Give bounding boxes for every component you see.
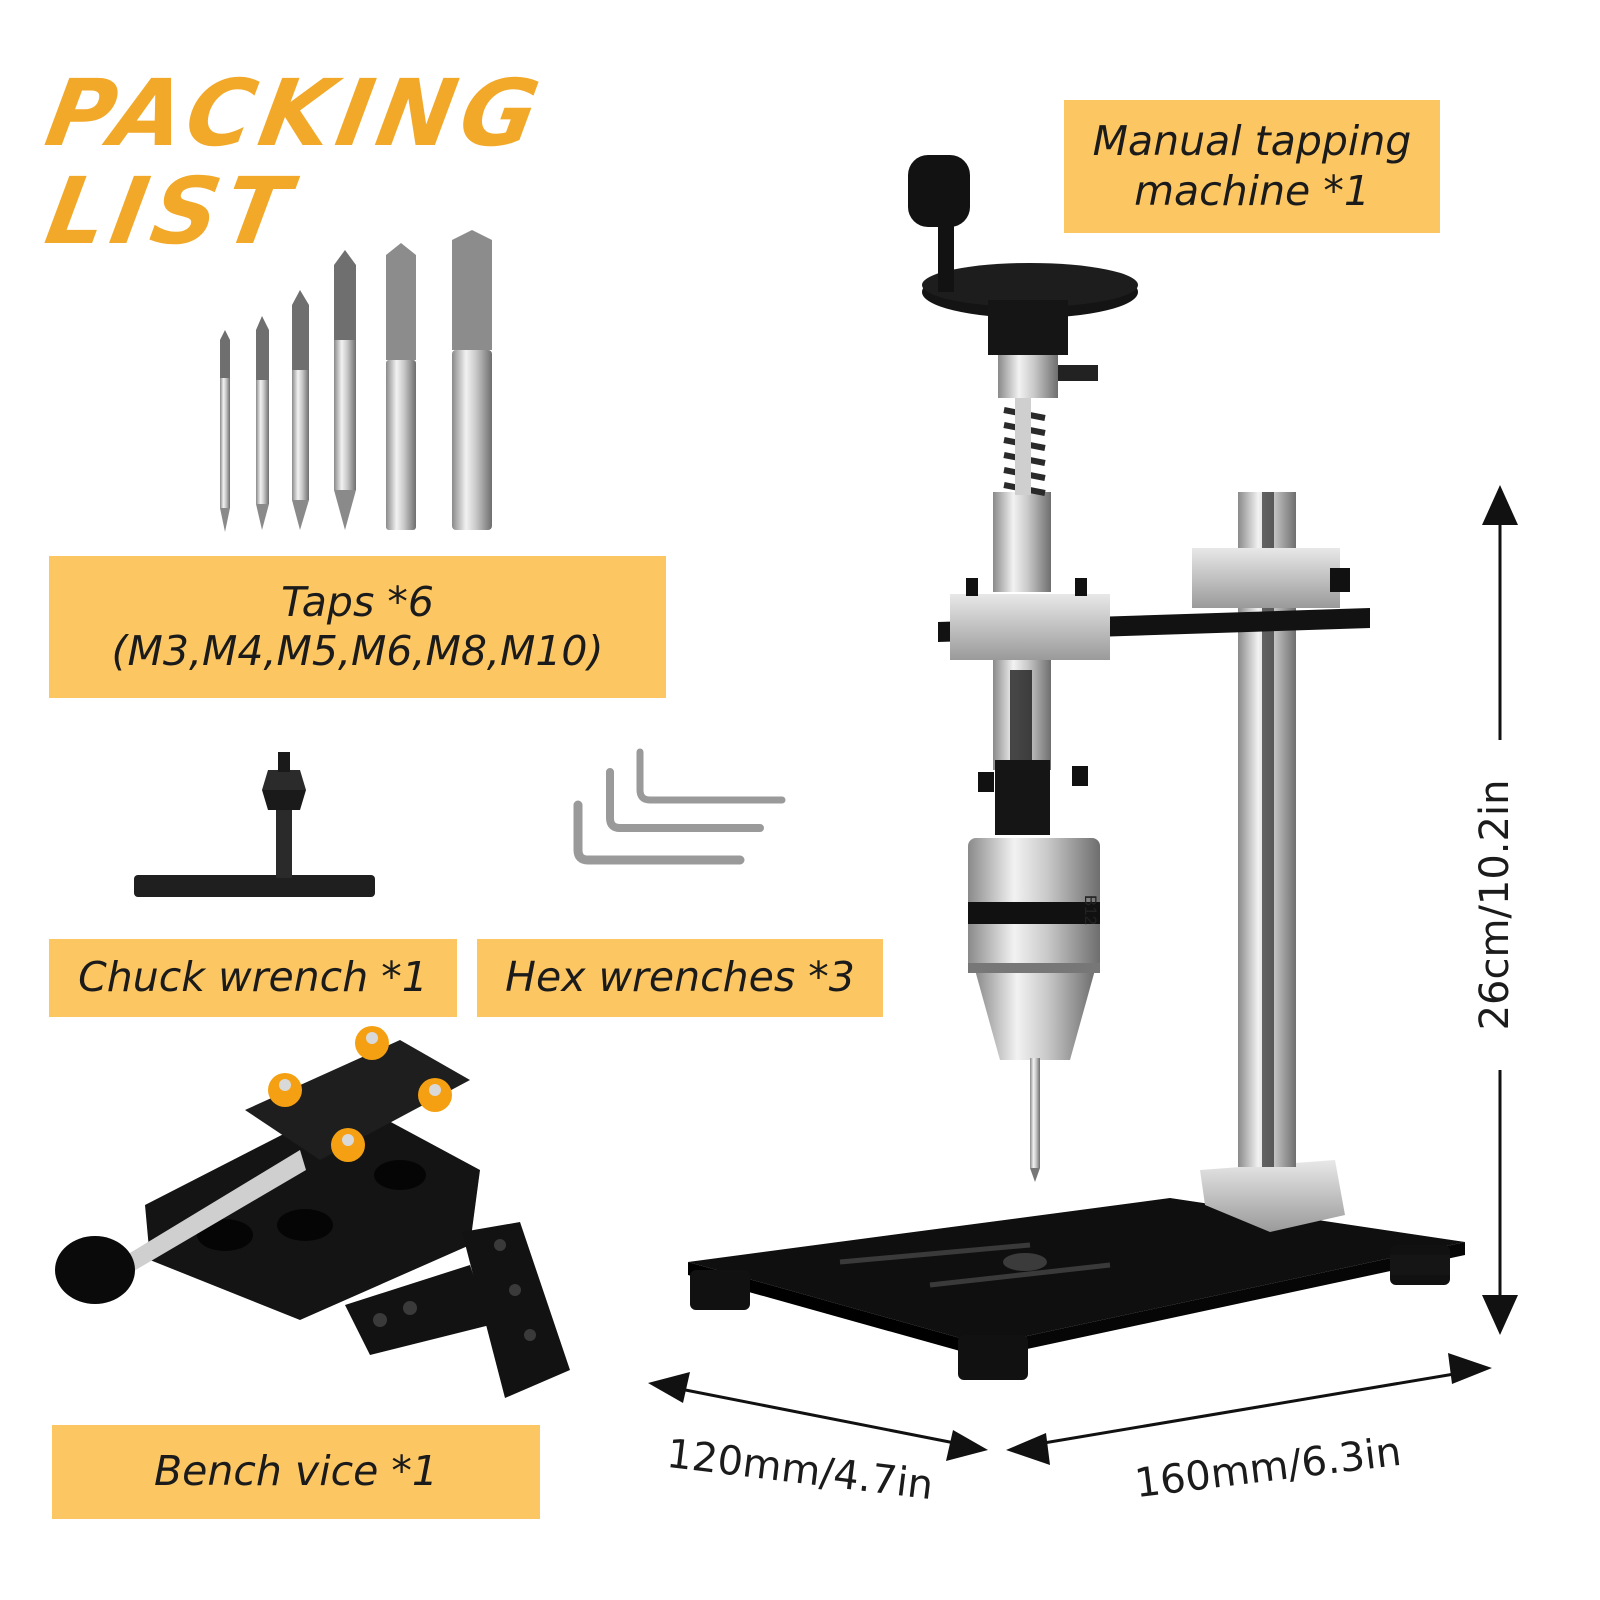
chuck-wrench-illustration: [134, 752, 375, 897]
label-chuck-wrench: Chuck wrench *1: [49, 939, 457, 1017]
tap-m6: [334, 250, 356, 530]
depth-arrowhead-right: [946, 1430, 988, 1461]
label-tapping-machine-line1: Manual tapping: [1092, 117, 1412, 166]
depth-arrow-line: [659, 1383, 976, 1449]
depth-arrowhead-left: [648, 1372, 690, 1403]
label-taps-line1: Taps *6: [281, 577, 434, 626]
taps-illustration: [220, 230, 492, 532]
label-hex-wrenches: Hex wrenches *3: [477, 939, 883, 1017]
width-arrowhead-right: [1448, 1353, 1492, 1384]
height-arrowhead-top: [1482, 485, 1518, 525]
tap-m10: [452, 230, 492, 530]
tapping-machine-illustration: [688, 155, 1465, 1380]
label-tapping-machine-line2: machine *1: [1134, 166, 1370, 215]
width-arrowhead-left: [1006, 1433, 1050, 1465]
tap-m3: [220, 330, 230, 532]
label-tapping-machine: Manual tapping machine *1: [1064, 100, 1440, 233]
label-bench-vice: Bench vice *1: [52, 1425, 540, 1519]
label-taps: Taps *6 (M3,M4,M5,M6,M8,M10): [49, 556, 666, 698]
label-taps-line2: (M3,M4,M5,M6,M8,M10): [111, 627, 604, 675]
bench-vice-illustration: [55, 1026, 570, 1398]
width-arrow-line: [1019, 1368, 1479, 1449]
chuck-marking: B12: [1081, 895, 1100, 925]
hex-wrenches-illustration: [573, 748, 786, 865]
tap-m5: [292, 290, 309, 530]
height-arrowhead-bottom: [1482, 1295, 1518, 1335]
tap-m4: [256, 316, 269, 530]
tap-m8: [386, 243, 416, 530]
dimension-arrows: [648, 485, 1518, 1465]
